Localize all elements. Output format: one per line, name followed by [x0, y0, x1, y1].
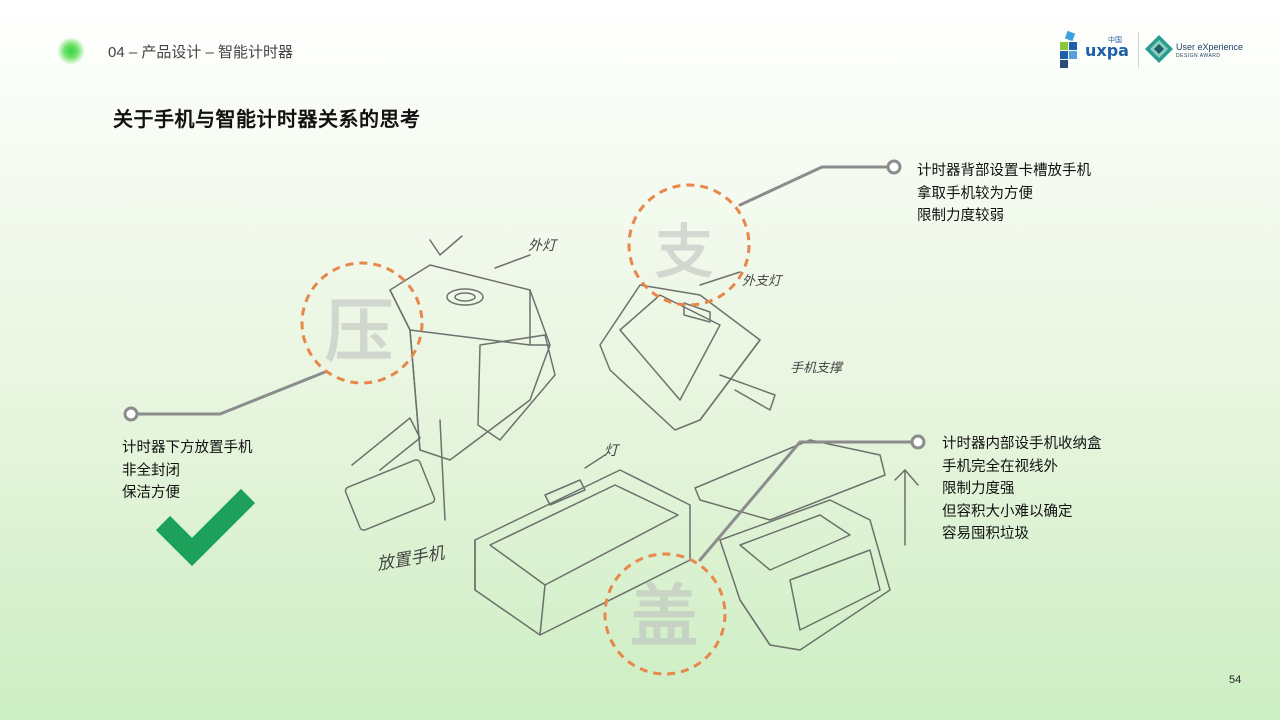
note-bottom-right-line: 限制力度强 [942, 478, 1102, 501]
sketch-glyph-press: 压 [325, 293, 393, 372]
note-left-line: 保洁方便 [122, 482, 253, 505]
sketch-slanted-timer [600, 272, 775, 430]
sketch-box-timer [695, 440, 918, 650]
note-top-right: 计时器背部设置卡槽放手机 拿取手机较为方便 限制力度较弱 [917, 160, 1091, 228]
note-top-right-line: 拿取手机较为方便 [917, 183, 1091, 206]
sketch-label-phone-holder: 手机支撑 [790, 361, 844, 376]
sketch-label-light1: 外灯 [528, 238, 559, 254]
page-number: 54 [1229, 674, 1241, 686]
note-bottom-right-line: 手机完全在视线外 [942, 456, 1102, 479]
sketch-glyph-cover: 盖 [630, 578, 698, 657]
leader-node-bottom-right [912, 436, 924, 448]
leader-line-bottom-right [700, 442, 912, 560]
leader-node-left [125, 408, 137, 420]
note-bottom-right-line: 容易囤积垃圾 [942, 523, 1102, 546]
sketch-label-light3: 灯 [604, 443, 621, 459]
sketch-label-place-phone: 放置手机 [375, 543, 446, 575]
leader-line-left [137, 372, 325, 414]
sketch-cube-timer [344, 236, 555, 531]
note-left-line: 计时器下方放置手机 [122, 437, 253, 460]
note-top-right-line: 计时器背部设置卡槽放手机 [917, 160, 1091, 183]
note-bottom-right-line: 计时器内部设手机收纳盒 [942, 433, 1102, 456]
leader-line-top-right [740, 167, 888, 205]
note-top-right-line: 限制力度较弱 [917, 205, 1091, 228]
note-bottom-right-line: 但容积大小难以确定 [942, 501, 1102, 524]
leader-node-top-right [888, 161, 900, 173]
sketch-glyph-support: 支 [655, 218, 713, 286]
sketch-label-light2: 外支灯 [742, 274, 783, 289]
note-bottom-right: 计时器内部设手机收纳盒 手机完全在视线外 限制力度强 但容积大小难以确定 容易囤… [942, 433, 1102, 546]
note-left: 计时器下方放置手机 非全封闭 保洁方便 [122, 437, 253, 505]
note-left-line: 非全封闭 [122, 460, 253, 483]
